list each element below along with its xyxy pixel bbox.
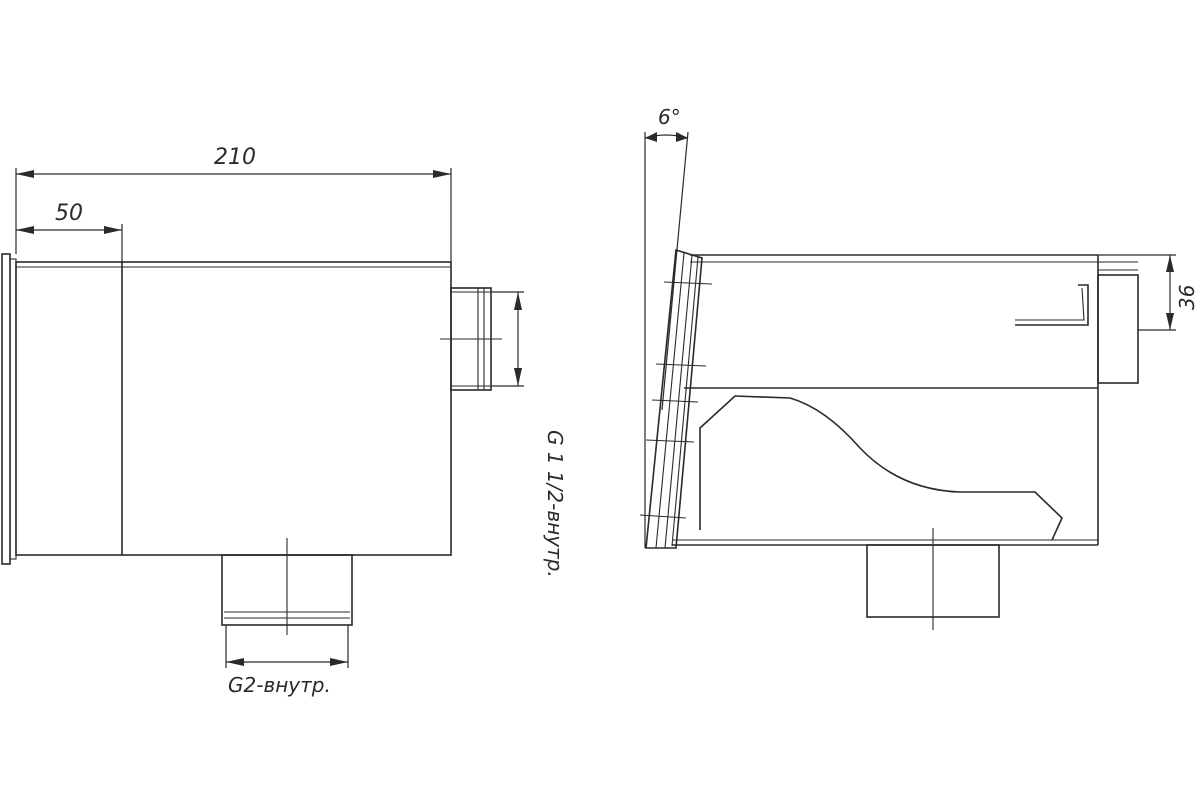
bottom-nozzle bbox=[221, 538, 353, 635]
dimension-bottom-thread: G2-внутр. bbox=[225, 625, 349, 697]
left-view: 210 50 G 1 1/2-внутр. G2-внутр. bbox=[1, 145, 567, 697]
right-body bbox=[672, 254, 1099, 546]
side-nozzle bbox=[440, 287, 502, 391]
right-view: 6° 36 bbox=[639, 105, 1199, 630]
angle-dimension: 6° bbox=[644, 105, 689, 411]
dimension-210: 210 bbox=[15, 145, 452, 262]
dimension-36: 36 bbox=[1098, 254, 1199, 331]
front-flange-outer bbox=[1, 253, 11, 565]
side-thread-label: G 1 1/2-внутр. bbox=[543, 430, 567, 578]
lid-bracket bbox=[1015, 261, 1139, 384]
skimmer-body bbox=[15, 261, 452, 556]
dimension-side-thread: G 1 1/2-внутр. bbox=[491, 291, 567, 578]
dim-50-label: 50 bbox=[55, 201, 83, 226]
dim-36-label: 36 bbox=[1175, 285, 1199, 310]
angle-label: 6° bbox=[658, 105, 681, 129]
tilted-faceplate bbox=[639, 132, 713, 549]
bottom-outlet bbox=[866, 528, 1000, 630]
dim-210-label: 210 bbox=[214, 145, 256, 170]
bottom-thread-label: G2-внутр. bbox=[228, 673, 331, 697]
front-flange-inner bbox=[9, 258, 17, 560]
dimension-50: 50 bbox=[16, 201, 123, 262]
weir-profile bbox=[699, 395, 1063, 541]
